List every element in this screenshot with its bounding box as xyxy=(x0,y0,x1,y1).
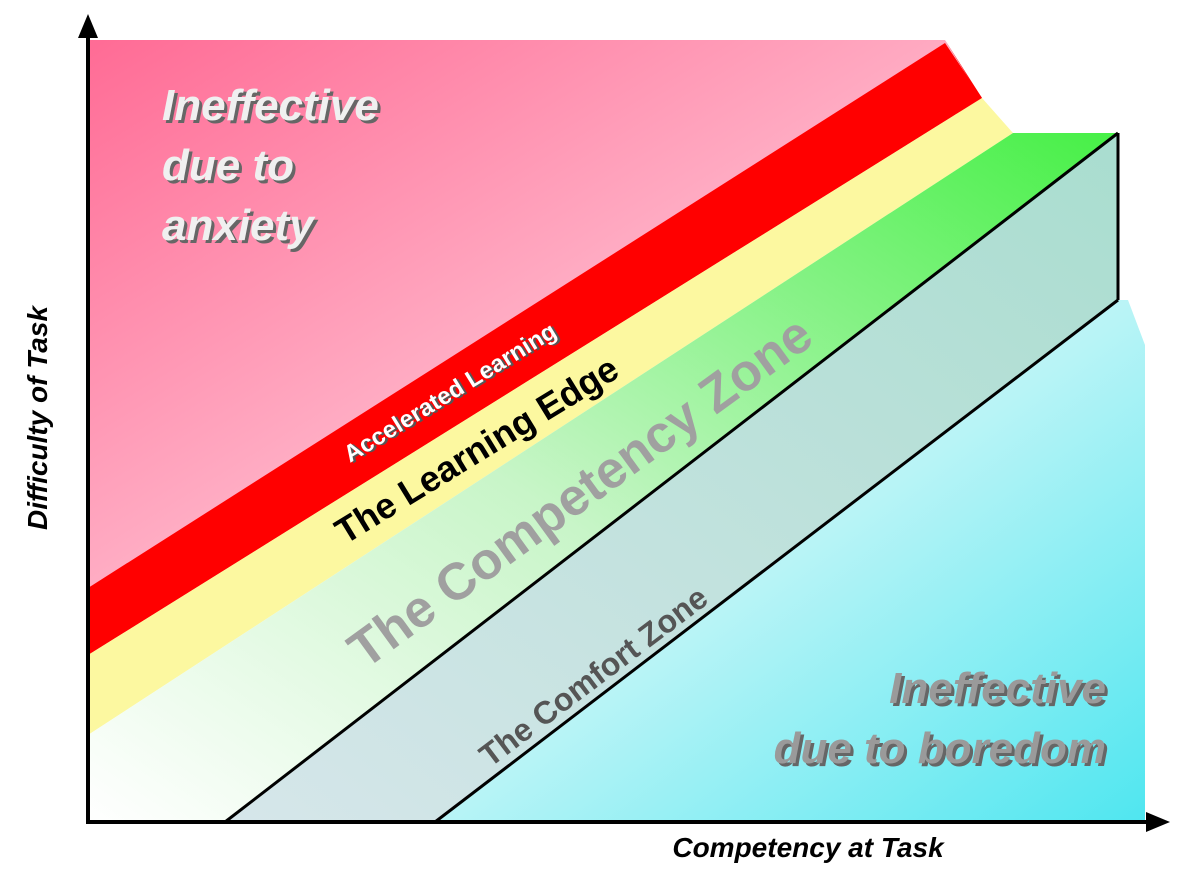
svg-text:Ineffective: Ineffective xyxy=(889,664,1106,713)
anxiety-line-3: anxiety xyxy=(162,201,316,250)
svg-text:anxiety: anxiety xyxy=(165,204,319,253)
y-axis-label: Difficulty of Task xyxy=(22,305,53,530)
anxiety-line-2-shadow: due to xyxy=(165,144,297,193)
comfort-upper-line xyxy=(224,131,1119,824)
svg-text:due to: due to xyxy=(165,144,297,193)
anxiety-line-2: due to xyxy=(162,141,294,190)
svg-text:anxiety: anxiety xyxy=(162,201,316,250)
svg-text:Ineffective: Ineffective xyxy=(165,84,382,133)
accelerated-learning-band-fill xyxy=(88,43,982,655)
boredom-line-1: Ineffective xyxy=(889,664,1106,713)
boredom-line-2: due to boredom xyxy=(774,724,1106,773)
anxiety-line-1-fg: Ineffective xyxy=(162,81,379,130)
svg-text:due to: due to xyxy=(162,141,294,190)
anxiety-line-3-shadow: anxiety xyxy=(165,204,319,253)
svg-text:due to boredom: due to boredom xyxy=(777,727,1109,776)
boredom-label: Ineffective Ineffective due to boredom d… xyxy=(774,664,1109,776)
learning-edge-band xyxy=(88,98,1013,735)
svg-text:Ineffective: Ineffective xyxy=(162,81,379,130)
anxiety-label: Ineffective Ineffective due to due to an… xyxy=(162,81,382,253)
boredom-zone xyxy=(435,300,1145,822)
svg-text:due to boredom: due to boredom xyxy=(774,724,1106,773)
x-axis-label: Competency at Task xyxy=(672,832,945,863)
svg-text:Ineffective: Ineffective xyxy=(892,667,1109,716)
boredom-line-2-shadow: due to boredom xyxy=(777,727,1109,776)
comfort-lower-line xyxy=(434,298,1119,824)
competency-zone xyxy=(88,133,1118,822)
boredom-line-1-shadow: Ineffective xyxy=(892,667,1109,716)
anxiety-line-1: Ineffective xyxy=(165,84,382,133)
x-axis-arrow-icon xyxy=(1146,812,1170,832)
y-axis-arrow-icon xyxy=(78,14,98,38)
